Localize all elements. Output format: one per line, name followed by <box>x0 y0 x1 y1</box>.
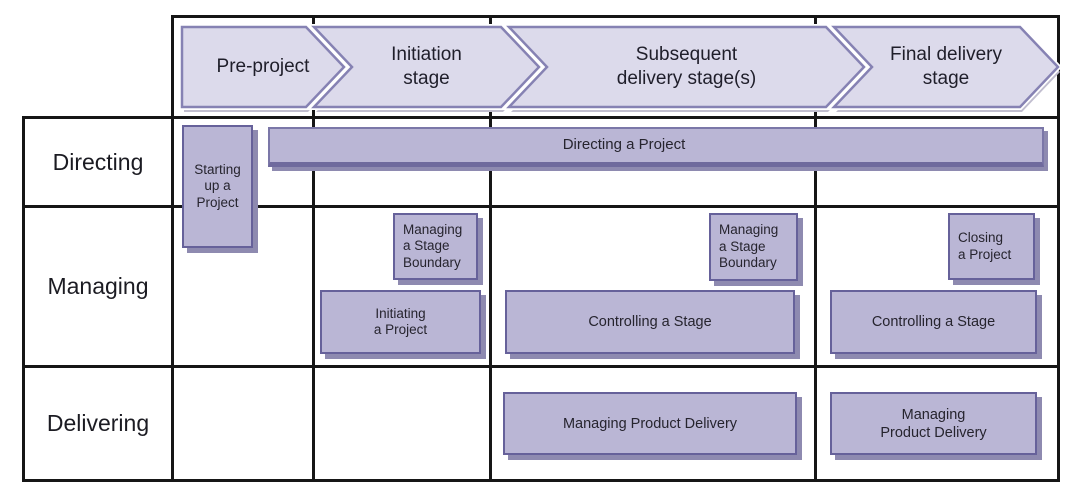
column-line-subsequent-final <box>814 15 817 482</box>
row-line-managing-delivering <box>22 365 1060 368</box>
stage-label-subsequent-delivery: Subsequent delivery stage(s) <box>616 44 757 89</box>
column-line-labels <box>171 15 174 482</box>
process-box-label: Managing a Stage Boundary <box>403 221 463 270</box>
process-box-label: Starting up a Project <box>194 161 241 210</box>
process-box-label: Controlling a Stage <box>588 314 712 330</box>
stage-label-final-delivery: Final delivery stage <box>890 44 1002 89</box>
stage-chevrons <box>179 24 1063 112</box>
process-box-initiating-a-project: Initiating a Project <box>320 290 481 354</box>
process-box-label: Initiating a Project <box>373 305 428 338</box>
process-box-managing-stage-boundary-subsequent: Managing a Stage Boundary <box>709 213 798 281</box>
row-label-delivering: Delivering <box>46 410 150 436</box>
table-right-border <box>1057 15 1060 482</box>
column-line-preproject-initiation <box>312 15 315 482</box>
header-top-border <box>172 15 1060 18</box>
stage-label-initiation: Initiation stage <box>391 44 462 89</box>
column-line-initiation-subsequent <box>489 15 492 482</box>
process-box-managing-product-delivery-subsequent: Managing Product Delivery <box>503 392 797 455</box>
row-line-directing-managing <box>22 205 1060 208</box>
process-box-closing-a-project: Closing a Project <box>948 213 1035 280</box>
process-box-controlling-a-stage-subsequent: Controlling a Stage <box>505 290 795 354</box>
process-box-label: Managing Product Delivery <box>880 406 987 441</box>
table-left-border <box>22 116 25 482</box>
process-box-directing-a-project: Directing a Project <box>268 127 1044 167</box>
row-line-header-bottom <box>22 116 1060 119</box>
table-bottom-border <box>22 479 1060 482</box>
row-label-directing: Directing <box>52 148 144 175</box>
process-box-managing-product-delivery-final: Managing Product Delivery <box>830 392 1037 455</box>
stage-label-pre-project: Pre-project <box>216 56 310 77</box>
process-box-label: Closing a Project <box>958 230 1012 262</box>
process-box-label: Controlling a Stage <box>871 314 996 330</box>
process-box-managing-stage-boundary-initiation: Managing a Stage Boundary <box>393 213 478 280</box>
process-box-label: Managing a Stage Boundary <box>719 222 779 271</box>
process-box-controlling-a-stage-final: Controlling a Stage <box>830 290 1037 354</box>
process-box-label: Directing a Project <box>562 136 686 154</box>
row-label-managing: Managing <box>47 273 149 299</box>
process-box-label: Managing Product Delivery <box>562 415 738 432</box>
process-box-starting-up-a-project: Starting up a Project <box>182 125 253 248</box>
